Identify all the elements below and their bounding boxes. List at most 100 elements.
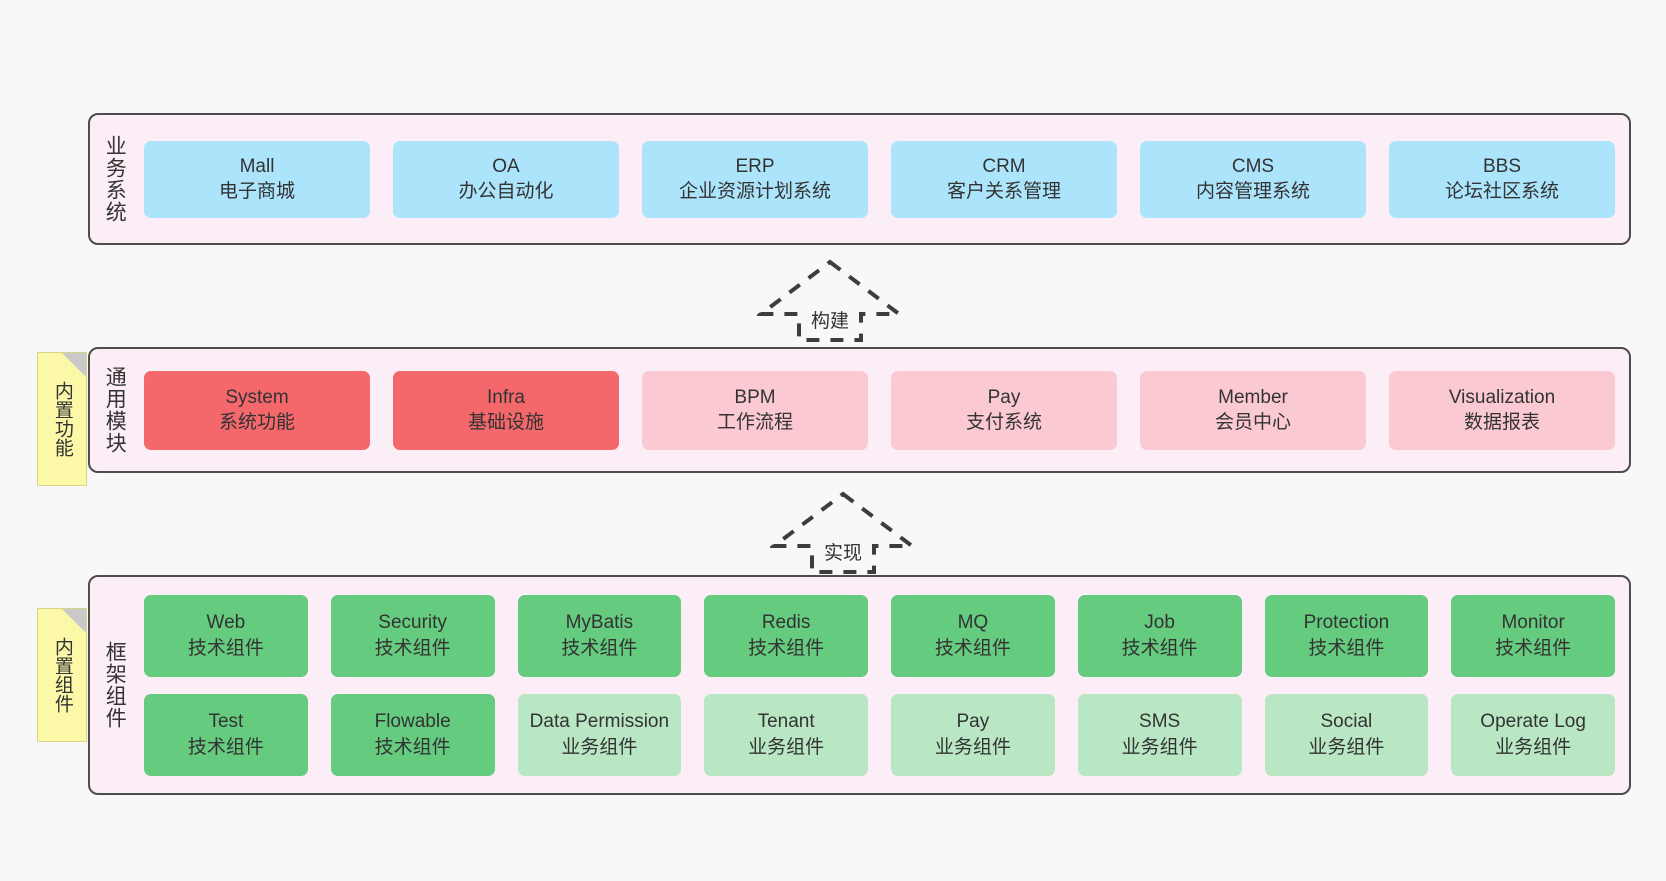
node-title: MyBatis bbox=[565, 612, 634, 634]
node-title: Infra bbox=[486, 386, 526, 408]
node-title: Test bbox=[208, 711, 244, 733]
node-row: System 系统功能 Infra 基础设施 BPM 工作流程 Pay 支付系统… bbox=[144, 370, 1615, 450]
node-protection[interactable]: Protection 技术组件 bbox=[1264, 594, 1429, 677]
node-test[interactable]: Test 技术组件 bbox=[144, 693, 308, 776]
note-fold-corner-icon bbox=[62, 353, 86, 377]
node-subtitle: 技术组件 bbox=[561, 637, 638, 659]
node-subtitle: 基础设施 bbox=[467, 412, 544, 433]
node-title: Security bbox=[378, 612, 447, 634]
node-title: SMS bbox=[1139, 711, 1181, 733]
node-title: CRM bbox=[982, 155, 1026, 177]
node-subtitle: 客户关系管理 bbox=[946, 181, 1061, 202]
node-pay-component[interactable]: Pay 业务组件 bbox=[891, 693, 1055, 776]
node-title: OA bbox=[492, 155, 520, 177]
node-subtitle: 系统功能 bbox=[218, 412, 295, 433]
node-crm[interactable]: CRM 客户关系管理 bbox=[891, 140, 1117, 218]
node-subtitle: 内容管理系统 bbox=[1195, 181, 1310, 202]
node-title: Mall bbox=[239, 155, 275, 177]
note-builtin-function: 内置功能 bbox=[37, 352, 87, 486]
node-title: System bbox=[225, 386, 289, 408]
layer-business-system[interactable]: 业务系统 Mall 电子商城 OA 办公自动化 ERP 企业资源计划系统 CRM… bbox=[88, 113, 1631, 245]
node-title: Protection bbox=[1303, 612, 1390, 634]
node-social[interactable]: Social 业务组件 bbox=[1264, 693, 1429, 776]
node-pay-module[interactable]: Pay 支付系统 bbox=[891, 370, 1117, 450]
node-row: Mall 电子商城 OA 办公自动化 ERP 企业资源计划系统 CRM 客户关系… bbox=[144, 140, 1615, 218]
node-subtitle: 业务组件 bbox=[748, 736, 825, 758]
node-title: Tenant bbox=[757, 711, 815, 733]
node-title: BPM bbox=[734, 386, 776, 408]
node-title: Social bbox=[1320, 711, 1373, 733]
node-mybatis[interactable]: MyBatis 技术组件 bbox=[517, 594, 682, 677]
node-flowable[interactable]: Flowable 技术组件 bbox=[330, 693, 495, 776]
node-subtitle: 技术组件 bbox=[748, 637, 825, 659]
node-security[interactable]: Security 技术组件 bbox=[330, 594, 495, 677]
node-title: CMS bbox=[1231, 155, 1275, 177]
node-subtitle: 电子商城 bbox=[218, 181, 295, 202]
node-visualization[interactable]: Visualization 数据报表 bbox=[1389, 370, 1615, 450]
node-subtitle: 技术组件 bbox=[1121, 637, 1198, 659]
node-title: Member bbox=[1218, 386, 1288, 408]
node-row: Test 技术组件 Flowable 技术组件 Data Permission … bbox=[144, 693, 1615, 776]
dashed-hollow-arrow-up-icon bbox=[770, 491, 916, 574]
node-title: Flowable bbox=[374, 711, 451, 733]
node-subtitle: 支付系统 bbox=[965, 412, 1042, 433]
node-title: Redis bbox=[761, 612, 811, 634]
node-operate-log[interactable]: Operate Log 业务组件 bbox=[1451, 693, 1615, 776]
node-subtitle: 业务组件 bbox=[934, 736, 1011, 758]
node-subtitle: 业务组件 bbox=[1121, 736, 1198, 758]
node-bbs[interactable]: BBS 论坛社区系统 bbox=[1389, 140, 1615, 218]
node-cms[interactable]: CMS 内容管理系统 bbox=[1140, 140, 1366, 218]
node-subtitle: 技术组件 bbox=[1495, 637, 1572, 659]
node-bpm[interactable]: BPM 工作流程 bbox=[642, 370, 868, 450]
layer-body-framework: Web 技术组件 Security 技术组件 MyBatis 技术组件 Redi… bbox=[138, 577, 1629, 793]
node-tenant[interactable]: Tenant 业务组件 bbox=[704, 693, 868, 776]
node-mall[interactable]: Mall 电子商城 bbox=[144, 140, 370, 218]
node-subtitle: 办公自动化 bbox=[458, 181, 554, 202]
node-member[interactable]: Member 会员中心 bbox=[1140, 370, 1366, 450]
node-title: ERP bbox=[735, 155, 775, 177]
node-sms[interactable]: SMS 业务组件 bbox=[1077, 693, 1242, 776]
node-subtitle: 企业资源计划系统 bbox=[678, 181, 831, 202]
node-title: Pay bbox=[956, 711, 990, 733]
node-title: BBS bbox=[1482, 155, 1522, 177]
layer-common-module[interactable]: 通用模块 System 系统功能 Infra 基础设施 BPM 工作流程 Pay… bbox=[88, 347, 1631, 473]
node-subtitle: 业务组件 bbox=[1308, 736, 1385, 758]
node-title: Web bbox=[206, 612, 246, 634]
node-subtitle: 技术组件 bbox=[187, 736, 264, 758]
node-row: Web 技术组件 Security 技术组件 MyBatis 技术组件 Redi… bbox=[144, 594, 1615, 677]
note-label: 内置功能 bbox=[51, 381, 73, 457]
layer-framework-component[interactable]: 框架组件 Web 技术组件 Security 技术组件 MyBatis 技术组件… bbox=[88, 575, 1631, 795]
node-subtitle: 技术组件 bbox=[374, 637, 451, 659]
note-builtin-component: 内置组件 bbox=[37, 608, 87, 742]
node-title: Operate Log bbox=[1480, 711, 1586, 733]
node-title: Monitor bbox=[1501, 612, 1565, 634]
node-title: Job bbox=[1144, 612, 1175, 634]
layer-title-framework: 框架组件 bbox=[103, 641, 127, 729]
node-data-permission[interactable]: Data Permission 业务组件 bbox=[517, 693, 682, 776]
node-subtitle: 工作流程 bbox=[716, 412, 793, 433]
node-infra[interactable]: Infra 基础设施 bbox=[393, 370, 619, 450]
node-title: Pay bbox=[987, 386, 1021, 408]
node-system[interactable]: System 系统功能 bbox=[144, 370, 370, 450]
connector-build: 构建 bbox=[757, 258, 903, 344]
node-subtitle: 技术组件 bbox=[934, 637, 1011, 659]
node-subtitle: 技术组件 bbox=[187, 637, 264, 659]
node-redis[interactable]: Redis 技术组件 bbox=[704, 594, 868, 677]
dashed-hollow-arrow-up-icon bbox=[757, 259, 903, 342]
layer-body-business: Mall 电子商城 OA 办公自动化 ERP 企业资源计划系统 CRM 客户关系… bbox=[138, 115, 1629, 243]
node-oa[interactable]: OA 办公自动化 bbox=[393, 140, 619, 218]
connector-implement: 实现 bbox=[770, 490, 916, 576]
note-label: 内置组件 bbox=[51, 637, 73, 713]
layer-title-business: 业务系统 bbox=[103, 135, 127, 223]
node-job[interactable]: Job 技术组件 bbox=[1077, 594, 1242, 677]
connector-implement-label: 实现 bbox=[820, 543, 866, 566]
node-title: Data Permission bbox=[529, 711, 670, 733]
node-monitor[interactable]: Monitor 技术组件 bbox=[1451, 594, 1615, 677]
node-subtitle: 论坛社区系统 bbox=[1444, 181, 1559, 202]
node-subtitle: 技术组件 bbox=[1308, 637, 1385, 659]
node-web[interactable]: Web 技术组件 bbox=[144, 594, 308, 677]
node-mq[interactable]: MQ 技术组件 bbox=[891, 594, 1055, 677]
node-erp[interactable]: ERP 企业资源计划系统 bbox=[642, 140, 868, 218]
note-fold-corner-icon bbox=[62, 609, 86, 633]
